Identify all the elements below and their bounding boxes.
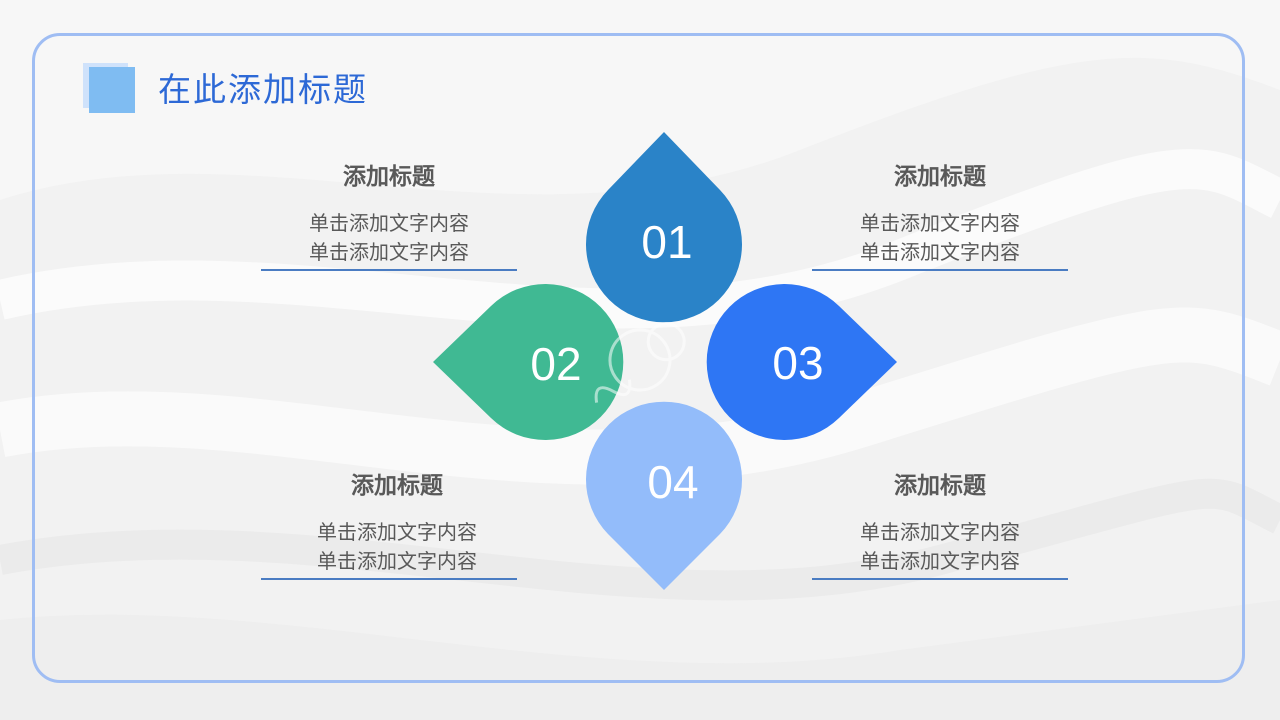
block-divider <box>812 269 1068 271</box>
text-block-bottom-left: 添加标题 单击添加文字内容 单击添加文字内容 <box>261 470 517 580</box>
content-frame <box>32 33 1245 683</box>
block-body-line: 单击添加文字内容 <box>860 240 1020 264</box>
petal-number-03: 03 <box>772 337 823 389</box>
block-body-line: 单击添加文字内容 <box>860 520 1020 544</box>
block-body-line: 单击添加文字内容 <box>309 211 469 235</box>
block-divider <box>261 578 517 580</box>
block-body: 单击添加文字内容 单击添加文字内容 <box>812 209 1068 267</box>
slide-title: 在此添加标题 <box>158 70 368 109</box>
block-body-line: 单击添加文字内容 <box>309 240 469 264</box>
block-divider <box>812 578 1068 580</box>
block-title: 添加标题 <box>894 164 986 190</box>
block-title: 添加标题 <box>343 164 435 190</box>
block-body: 单击添加文字内容 单击添加文字内容 <box>261 518 517 576</box>
petal-01[interactable]: 01 <box>586 132 742 323</box>
petal-04[interactable]: 04 <box>586 401 742 590</box>
block-body-line: 单击添加文字内容 <box>860 211 1020 235</box>
title-accent-square <box>89 67 135 113</box>
block-body-line: 单击添加文字内容 <box>860 549 1020 573</box>
petal-number-04: 04 <box>647 456 698 508</box>
petal-number-01: 01 <box>641 216 692 268</box>
block-body: 单击添加文字内容 单击添加文字内容 <box>812 518 1068 576</box>
block-body-line: 单击添加文字内容 <box>317 549 477 573</box>
petal-02[interactable]: 02 <box>433 284 624 440</box>
block-title: 添加标题 <box>894 473 986 499</box>
petal-number-02: 02 <box>530 338 581 390</box>
block-body: 单击添加文字内容 单击添加文字内容 <box>261 209 517 267</box>
block-title: 添加标题 <box>351 473 443 499</box>
text-block-top-left: 添加标题 单击添加文字内容 单击添加文字内容 <box>261 161 517 271</box>
watermark-logo <box>594 322 686 403</box>
petal-03[interactable]: 03 <box>706 284 897 440</box>
block-divider <box>261 269 517 271</box>
text-block-bottom-right: 添加标题 单击添加文字内容 单击添加文字内容 <box>812 470 1068 580</box>
text-block-top-right: 添加标题 单击添加文字内容 单击添加文字内容 <box>812 161 1068 271</box>
block-body-line: 单击添加文字内容 <box>317 520 477 544</box>
